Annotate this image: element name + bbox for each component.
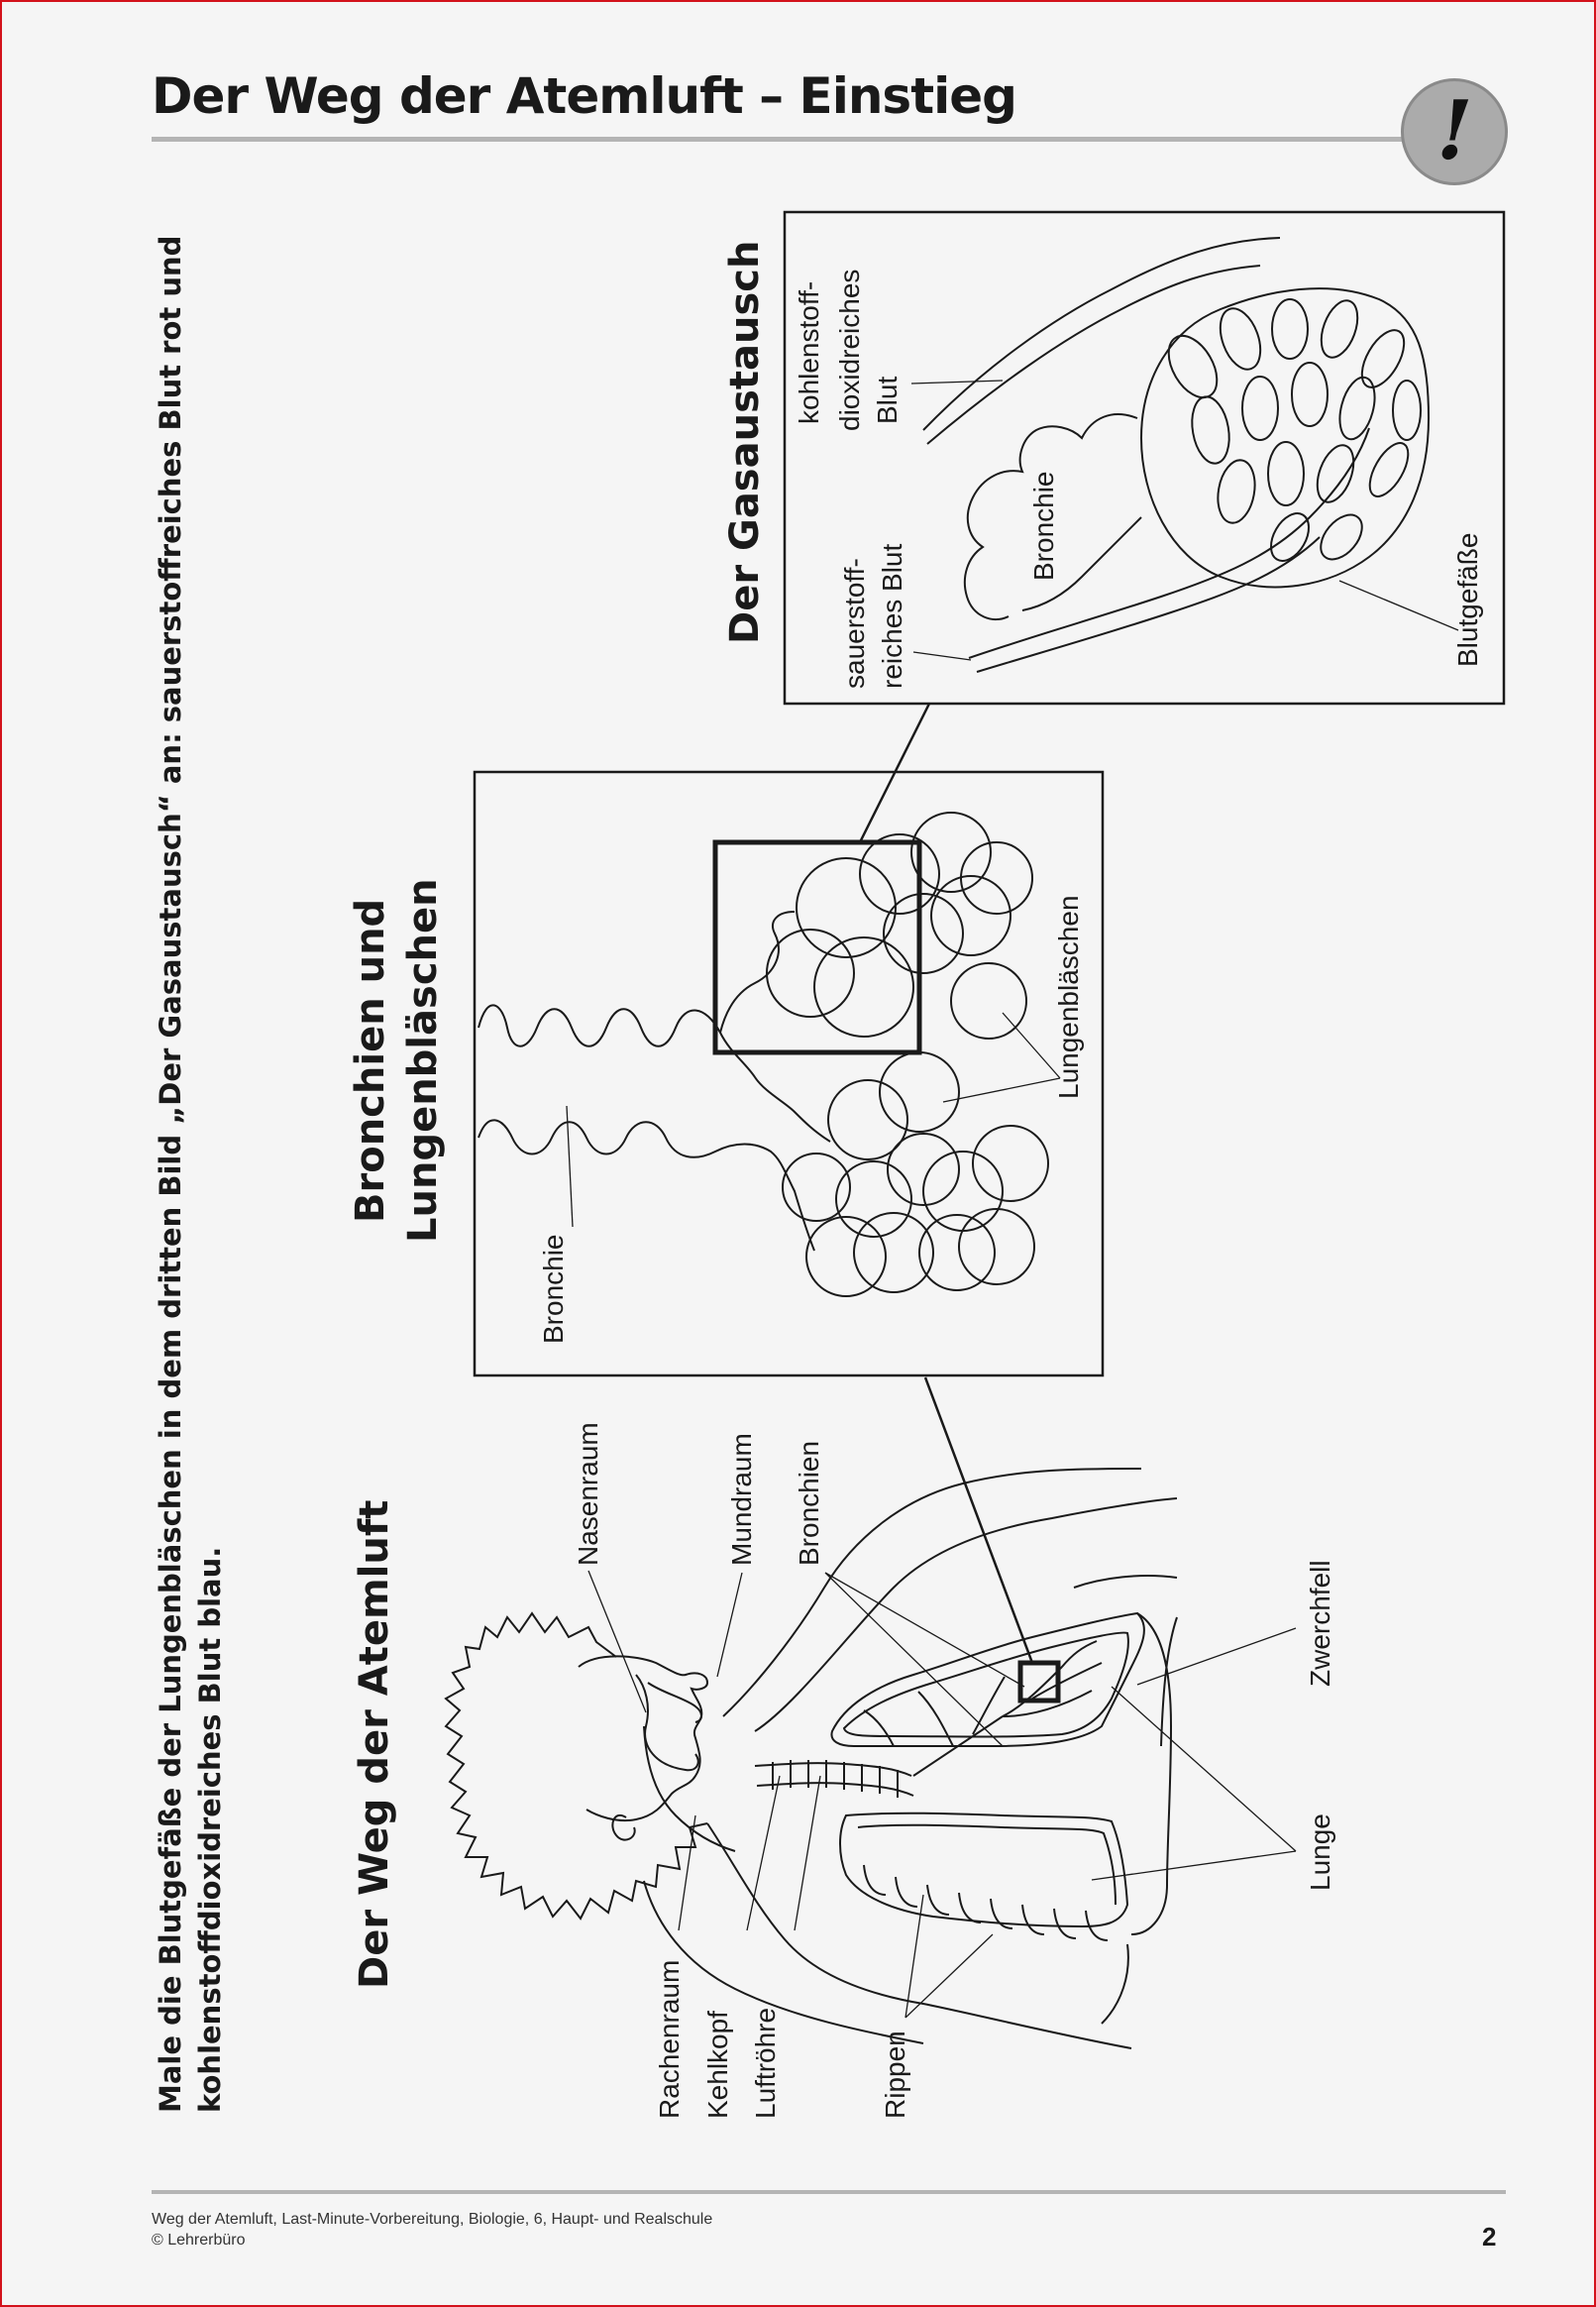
label-mundraum: Mundraum [726,1433,757,1566]
label-kohlen-line-3: Blut [872,377,903,424]
trachea-rings [773,1760,898,1798]
ribs [864,1865,1108,1940]
connector-panel1-panel2 [925,1377,1032,1663]
bronchial-tree [864,1641,1102,1776]
label-rippen: Rippen [880,2031,910,2119]
leader-lines-gasaustausch [911,381,1458,660]
capillary-openings [1159,295,1421,567]
label-kehlkopf: Kehlkopf [702,2011,733,2119]
panel-gasaustausch: Der Gasaustausch [722,212,1504,704]
label-sauer-line-2: reiches Blut [877,543,907,689]
pharynx [644,1726,735,1851]
panel-gasaustausch-title: Der Gasaustausch [722,241,768,644]
face-profile [579,1656,707,1820]
label-kohlen-line-2: dioxidreiches [834,270,865,431]
trachea-right [757,1783,913,1796]
trachea-left [755,1763,911,1776]
page-number: 2 [1482,2222,1496,2252]
panel-bronchien-title-line-1: Bronchien und [348,899,393,1223]
panel-bronchien: Bronchien und Lungenbläschen [348,704,1103,1375]
gas-exchange-drawing [911,238,1458,672]
label-bronchien: Bronchien [794,1441,824,1566]
bronchie-branch [720,912,795,1033]
label-lungenblaeschen: Lungenbläschen [1053,895,1084,1099]
label-nasenraum: Nasenraum [573,1422,603,1566]
footer-source: Weg der Atemluft, Last-Minute-Vorbereitu… [152,2211,712,2229]
diaphragm [1131,1613,1177,1934]
chest-outline [1074,1576,1177,2024]
gasaustausch-labels: kohlenstoff- dioxidreiches Blut Bronchie… [794,270,1483,689]
footer-copyright: © Lehrerbüro [152,2232,246,2250]
bronchie-tube [479,1005,830,1251]
neck-back [644,1881,923,2043]
label-luftroehre: Luftröhre [750,2008,781,2119]
label-zwerchfell: Zwerchfell [1305,1560,1335,1687]
label-sauer-line-1: sauerstoff- [839,558,870,689]
alveoli-drawing [479,704,1060,1296]
blood-vessel-outer [923,238,1280,444]
label-lunge: Lunge [1305,1813,1335,1891]
panel-atemluft-title: Der Weg der Atemluft [352,1500,397,1989]
nasal-cavity [636,1675,698,1770]
leader-lines-atemluft [588,1571,1296,2018]
label-blutgefaesse: Blutgefäße [1452,533,1483,667]
lower-lung-inner [858,1825,1116,1905]
panel-atemluft: Der Weg der Atemluft [352,1377,1335,2119]
label-kohlen-line-1: kohlenstoff- [794,281,824,424]
label-bronchie-3: Bronchie [1028,471,1059,581]
panel-bronchien-frame [475,772,1103,1375]
back-contour [723,1469,1141,1716]
leader-lines-bronchien [567,1013,1060,1227]
label-bronchie-2: Bronchie [538,1234,569,1344]
panel-bronchien-title-line-2: Lungenbläschen [400,878,446,1243]
label-rachenraum: Rachenraum [654,1960,685,2119]
footer-divider [152,2190,1506,2194]
